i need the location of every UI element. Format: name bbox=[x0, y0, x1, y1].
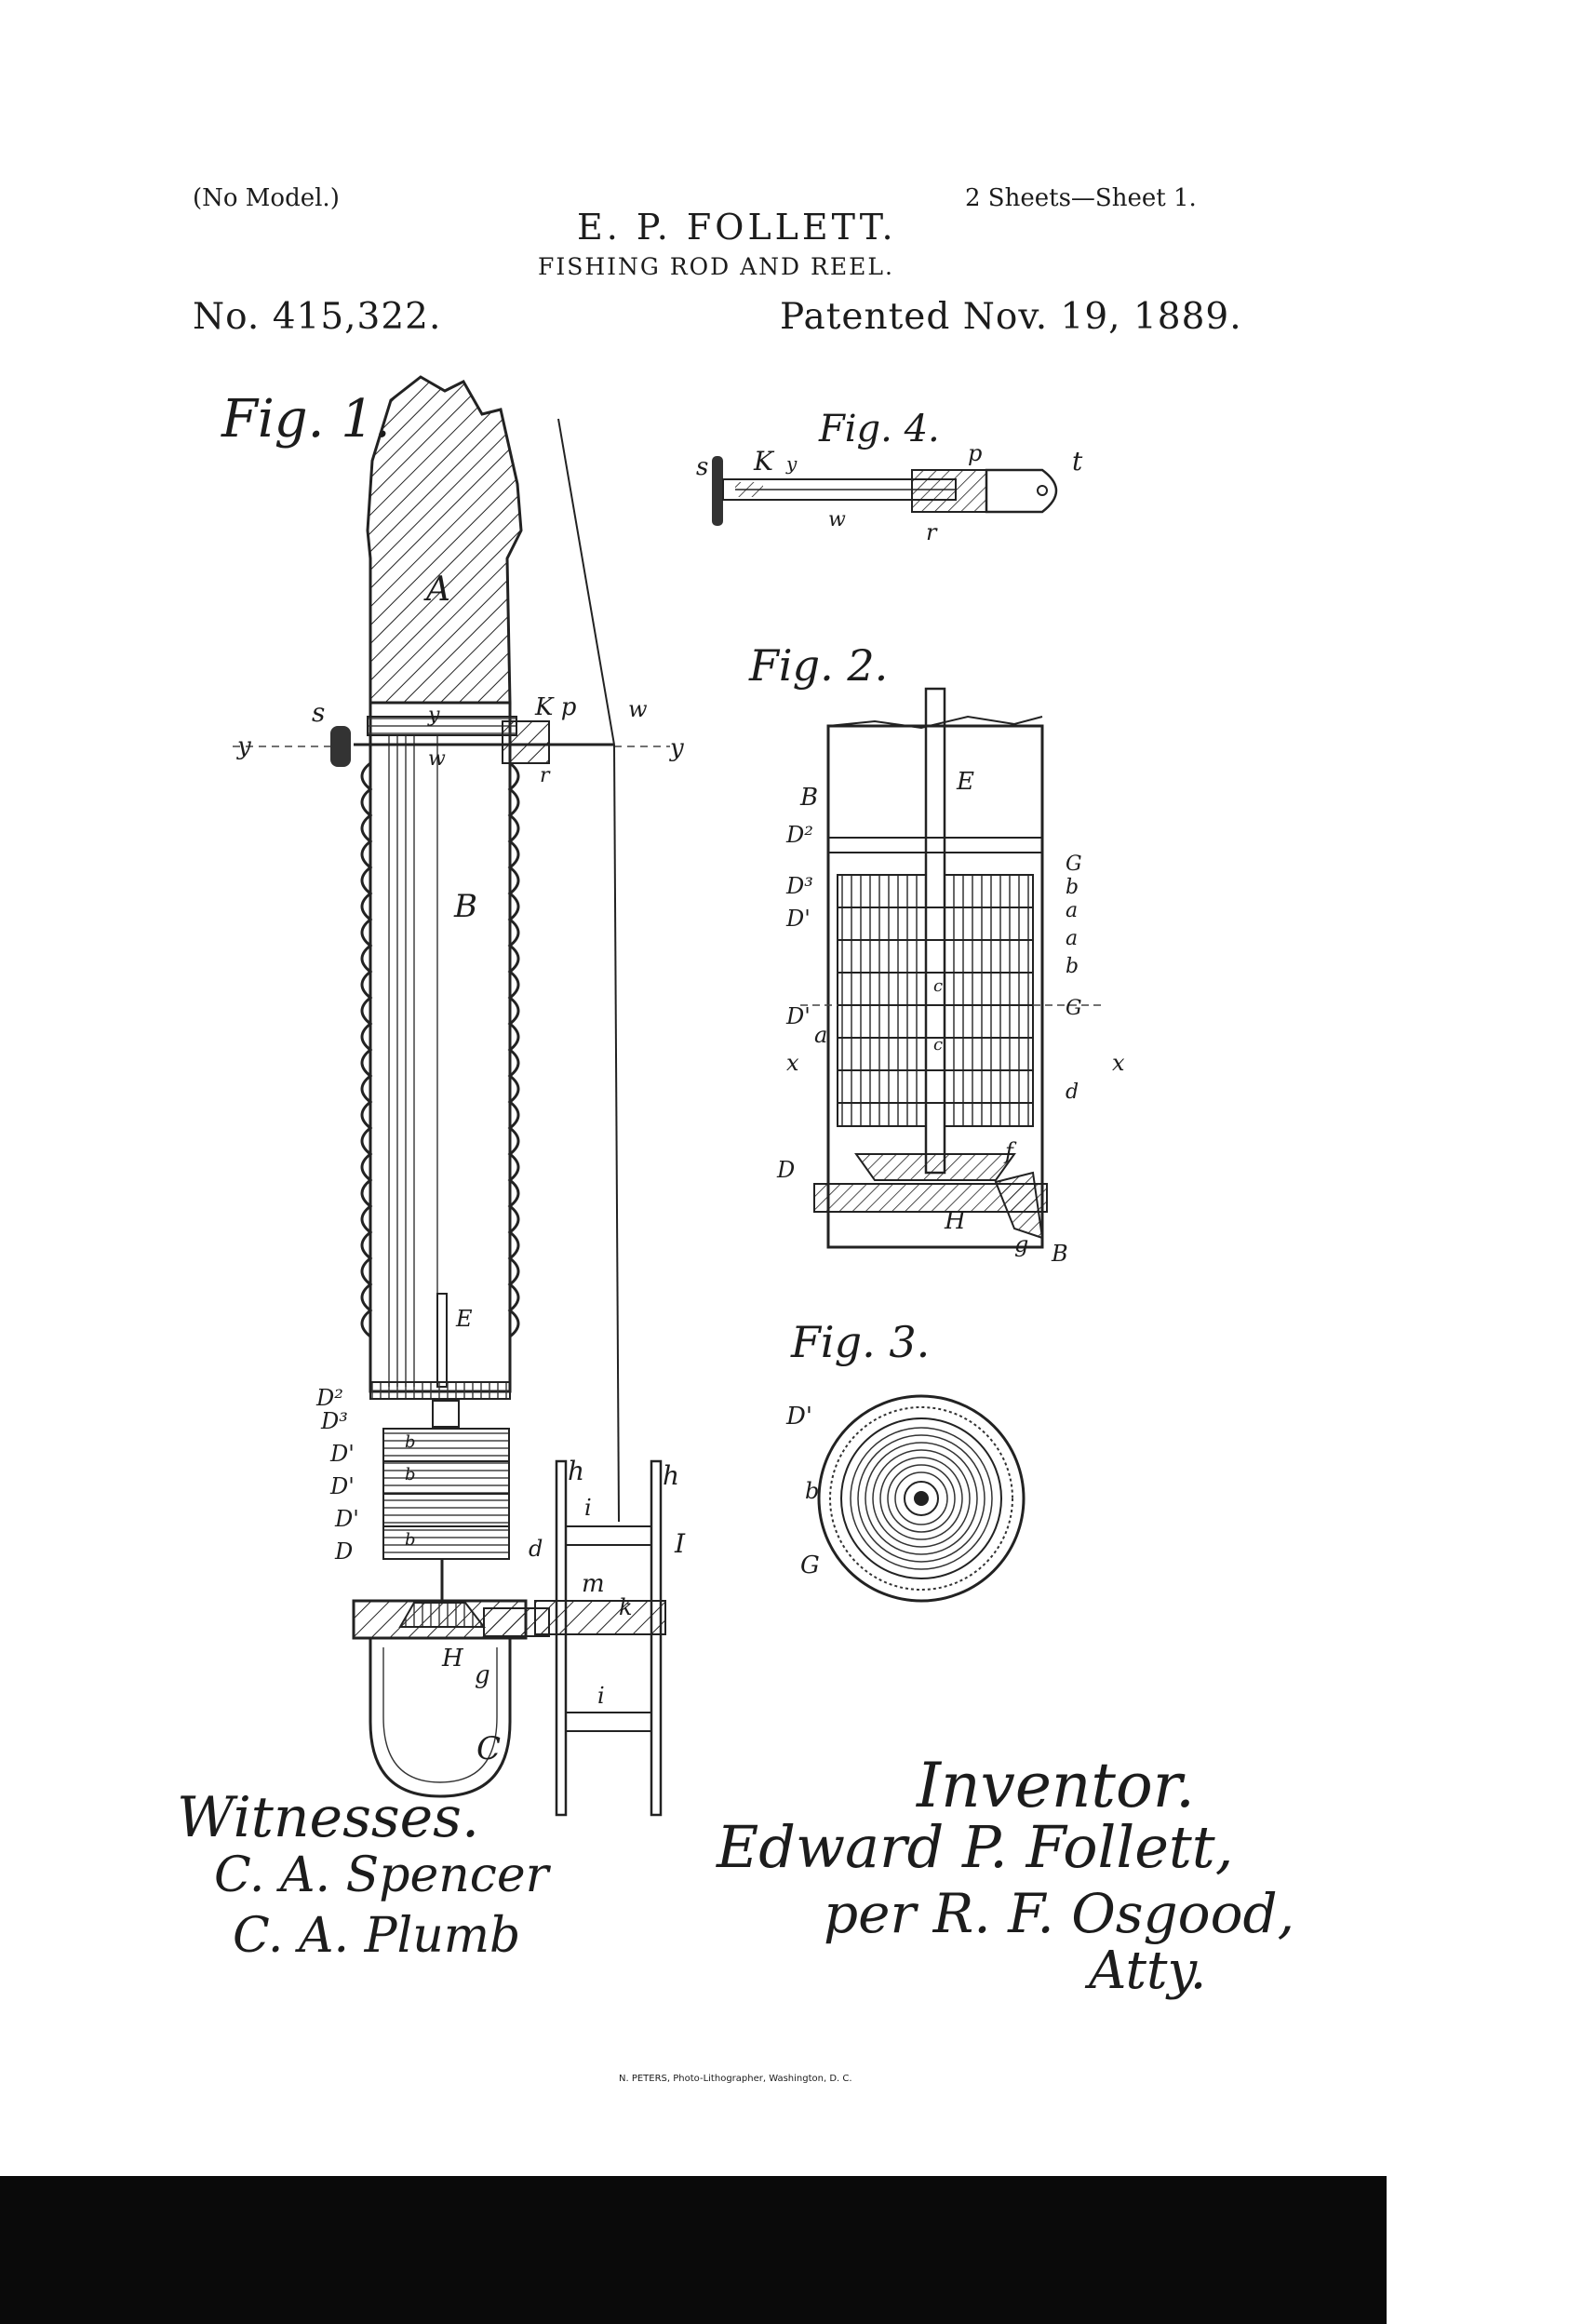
svg-text:D': D' bbox=[785, 1003, 811, 1029]
patented-date: Patented Nov. 19, 1889. bbox=[780, 296, 1242, 338]
svg-text:G: G bbox=[800, 1552, 820, 1579]
svg-text:D: D bbox=[334, 1538, 353, 1565]
printer-credit: N. PETERS, Photo-Lithographer, Washingto… bbox=[619, 2074, 852, 2084]
svg-text:y: y bbox=[427, 704, 440, 727]
svg-text:k: k bbox=[619, 1594, 633, 1620]
svg-text:b: b bbox=[1066, 876, 1079, 899]
svg-text:a: a bbox=[814, 1022, 827, 1048]
svg-text:b: b bbox=[1066, 955, 1079, 978]
svg-text:D²: D² bbox=[315, 1385, 343, 1411]
svg-text:G: G bbox=[1066, 853, 1082, 876]
scan-border-bar bbox=[0, 2176, 1387, 2324]
svg-text:A: A bbox=[423, 571, 450, 609]
svg-text:D: D bbox=[776, 1157, 795, 1183]
svg-text:G: G bbox=[1066, 997, 1082, 1020]
svg-text:h: h bbox=[568, 1456, 584, 1486]
svg-text:r: r bbox=[540, 764, 551, 787]
svg-text:K p: K p bbox=[534, 693, 577, 721]
svg-text:a: a bbox=[1066, 927, 1078, 950]
svg-text:I: I bbox=[674, 1528, 686, 1559]
fig3-drawing: D' b G bbox=[785, 1394, 1026, 1603]
fig2-drawing: E B D² D³ D' D' D a x x G b a a b G d c … bbox=[776, 687, 1125, 1267]
svg-text:B: B bbox=[1051, 1241, 1068, 1267]
svg-text:D': D' bbox=[334, 1506, 359, 1532]
svg-text:c: c bbox=[933, 976, 943, 996]
fig2-label: Fig. 2. bbox=[749, 640, 889, 691]
svg-text:r: r bbox=[926, 519, 938, 545]
svg-text:D³: D³ bbox=[785, 873, 813, 899]
svg-text:D': D' bbox=[785, 1403, 812, 1431]
svg-text:b: b bbox=[405, 1530, 416, 1550]
svg-text:b: b bbox=[805, 1478, 819, 1504]
fig1-label: Fig. 1. bbox=[221, 389, 391, 450]
attorney-line: per R. F. Osgood, bbox=[824, 1882, 1295, 1945]
svg-text:g: g bbox=[475, 1661, 490, 1689]
inventor-signature: Edward P. Follett, bbox=[717, 1813, 1234, 1881]
svg-text:d: d bbox=[1066, 1081, 1079, 1104]
svg-text:B: B bbox=[453, 888, 477, 925]
svg-text:a: a bbox=[1066, 899, 1078, 922]
svg-text:x: x bbox=[786, 1050, 799, 1076]
grip-left bbox=[360, 761, 373, 1338]
svg-text:H: H bbox=[944, 1207, 967, 1235]
svg-text:p: p bbox=[968, 440, 982, 466]
witness-2-signature: C. A. Plumb bbox=[233, 1908, 521, 1964]
svg-text:D': D' bbox=[329, 1441, 355, 1467]
svg-text:x: x bbox=[1112, 1050, 1125, 1076]
witness-1-signature: C. A. Spencer bbox=[214, 1847, 549, 1903]
svg-text:y: y bbox=[669, 734, 684, 762]
svg-text:D': D' bbox=[329, 1473, 355, 1499]
svg-text:b: b bbox=[405, 1465, 416, 1484]
svg-text:b: b bbox=[405, 1432, 416, 1452]
witnesses-label: Witnesses. bbox=[177, 1785, 480, 1850]
svg-text:s: s bbox=[696, 453, 708, 481]
svg-text:H: H bbox=[441, 1645, 464, 1672]
svg-text:w: w bbox=[428, 747, 446, 771]
inventor-name: E. P. FOLLETT. bbox=[577, 207, 897, 248]
svg-text:i: i bbox=[597, 1683, 605, 1709]
attorney-suffix: Atty. bbox=[1089, 1941, 1207, 2001]
svg-text:E: E bbox=[455, 1306, 473, 1332]
svg-text:i: i bbox=[584, 1495, 592, 1521]
svg-text:m: m bbox=[582, 1570, 605, 1598]
svg-text:d: d bbox=[529, 1536, 543, 1562]
svg-text:K: K bbox=[753, 446, 775, 477]
svg-text:D²: D² bbox=[785, 822, 813, 848]
svg-text:B: B bbox=[799, 784, 818, 812]
svg-text:f: f bbox=[1003, 1138, 1017, 1164]
svg-text:c: c bbox=[933, 1035, 943, 1055]
model-note: (No Model.) bbox=[193, 184, 340, 212]
svg-text:t: t bbox=[1072, 446, 1083, 477]
sheets-note: 2 Sheets—Sheet 1. bbox=[965, 184, 1197, 212]
svg-text:D³: D³ bbox=[320, 1408, 348, 1434]
svg-text:w: w bbox=[628, 696, 648, 722]
svg-text:C: C bbox=[476, 1730, 501, 1767]
svg-text:E: E bbox=[956, 768, 974, 796]
svg-text:h: h bbox=[663, 1460, 679, 1491]
svg-text:s: s bbox=[312, 697, 325, 728]
fig3-label: Fig. 3. bbox=[791, 1317, 931, 1367]
fig4-drawing: s K y w p r t bbox=[696, 440, 1083, 545]
svg-text:w: w bbox=[828, 508, 846, 531]
patent-title: FISHING ROD AND REEL. bbox=[538, 253, 894, 280]
patent-number: No. 415,322. bbox=[193, 296, 442, 338]
svg-text:g: g bbox=[1014, 1231, 1028, 1257]
inventor-label: Inventor. bbox=[917, 1750, 1195, 1821]
fig4-label: Fig. 4. bbox=[819, 408, 940, 450]
butt-cap-c bbox=[369, 1638, 512, 1798]
rod-butt-a bbox=[366, 375, 523, 705]
grip-right bbox=[507, 761, 520, 1338]
svg-text:D': D' bbox=[785, 906, 811, 932]
svg-text:y: y bbox=[236, 732, 251, 760]
svg-text:y: y bbox=[785, 452, 798, 475]
